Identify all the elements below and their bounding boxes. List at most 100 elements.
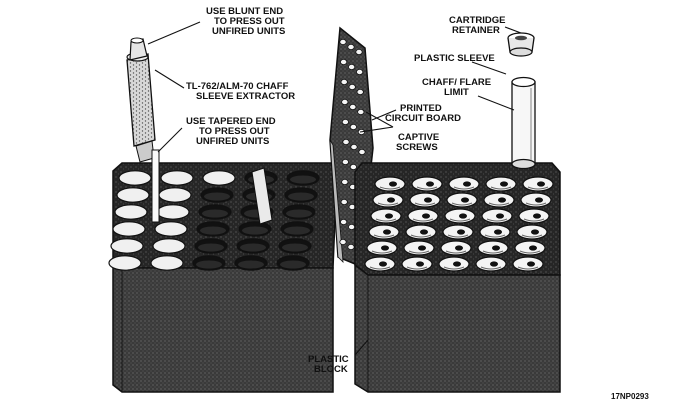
cavity-hole-shadow: [280, 260, 306, 269]
cartridge-shading: [490, 186, 512, 190]
cartridge-center: [379, 261, 387, 267]
label-cartridge-retainer: CARTRIDGE RETAINER: [449, 15, 508, 36]
cartridge-center: [389, 181, 397, 187]
captive-screw: [341, 158, 349, 165]
cartridge-center: [494, 229, 502, 235]
cavity-hole-shadow: [284, 226, 310, 235]
captive-screw: [355, 49, 363, 56]
cavity-hole: [118, 170, 152, 186]
captive-screw: [348, 84, 356, 91]
cartridge-center: [383, 229, 391, 235]
cartridge-shading: [521, 234, 543, 238]
cartridge-shading: [451, 202, 473, 206]
label-printed-circuit-board: PRINTED CIRCUIT BOARD: [385, 103, 461, 124]
cavity-hole-shadow: [202, 209, 228, 218]
cartridge-center: [453, 261, 461, 267]
cartridge-shading: [480, 266, 502, 270]
cartridge-center: [418, 245, 426, 251]
cavity-hole: [158, 187, 192, 203]
cavity-hole: [154, 221, 188, 237]
captive-screw: [355, 69, 364, 76]
captive-screw: [341, 178, 349, 185]
cartridge-shading: [523, 218, 545, 222]
cartridge-shading: [379, 186, 401, 190]
captive-screw: [349, 124, 357, 131]
cartridge-center: [531, 229, 539, 235]
label-plastic-block: PLASTIC BLOCK: [308, 354, 351, 375]
cavity-hole-shadow: [204, 192, 230, 201]
cartridge-shading: [406, 266, 428, 270]
cartridge-shading: [517, 266, 539, 270]
cavity-hole: [112, 221, 146, 237]
captive-screw: [358, 148, 366, 155]
captive-screw: [342, 138, 350, 145]
cartridge-center: [424, 197, 432, 203]
plastic-sleeve: [511, 76, 536, 170]
captive-screw: [349, 163, 357, 170]
captive-screw: [357, 109, 365, 116]
label-plastic-sleeve: PLASTIC SLEEVE: [414, 53, 495, 64]
cavity-hole: [114, 204, 148, 220]
cavity-hole-shadow: [200, 226, 226, 235]
cavity-hole-shadow: [288, 192, 314, 201]
cartridge-center: [381, 245, 389, 251]
cartridge-center: [535, 197, 543, 203]
cartridge-center: [492, 245, 500, 251]
right-plastic-block: [354, 162, 561, 393]
cavity-hole-shadow: [242, 226, 268, 235]
cartridge-shading: [453, 186, 475, 190]
cavity-hole-shadow: [286, 209, 312, 218]
captive-screw: [347, 223, 356, 230]
left-plastic-block: [108, 162, 338, 393]
cartridge-shading: [519, 250, 541, 254]
chaff-sleeve-extractor: [126, 37, 156, 163]
cartridge-retainer: [507, 32, 535, 57]
cartridge-center: [527, 261, 535, 267]
cartridge-shading: [443, 266, 465, 270]
captive-screw: [339, 238, 347, 245]
cartridge-shading: [525, 202, 547, 206]
cartridge-center: [496, 213, 504, 219]
captive-screw: [339, 218, 348, 225]
cavity-hole-shadow: [196, 260, 222, 269]
cavity-hole: [202, 170, 236, 186]
captive-screw: [341, 119, 349, 126]
cartridge-center: [422, 213, 430, 219]
cavity-hole: [156, 204, 190, 220]
cartridge-shading: [449, 218, 471, 222]
cartridge-shading: [486, 218, 508, 222]
cartridge-shading: [373, 234, 395, 238]
extractor-rod: [151, 149, 273, 225]
cartridge-center: [385, 213, 393, 219]
cartridge-shading: [369, 266, 391, 270]
cartridge-shading: [377, 202, 399, 206]
captive-screw: [340, 79, 348, 86]
cartridge-center: [529, 245, 537, 251]
label-tapered-end: USE TAPERED END TO PRESS OUT UNFIRED UNI…: [186, 116, 278, 147]
cartridge-shading: [484, 234, 506, 238]
cartridge-shading: [414, 202, 436, 206]
captive-screw: [350, 143, 358, 150]
cavity-hole: [150, 255, 184, 271]
cavity-hole-shadow: [282, 243, 308, 252]
cavity-hole: [116, 187, 150, 203]
cartridge-center: [420, 229, 428, 235]
cavity-hole-shadow: [240, 243, 266, 252]
cartridge-shading: [371, 250, 393, 254]
cartridge-shading: [527, 186, 549, 190]
cartridge-shading: [416, 186, 438, 190]
cartridge-center: [416, 261, 424, 267]
cartridge-shading: [375, 218, 397, 222]
captive-screws: [339, 39, 366, 255]
cartridge-center: [387, 197, 395, 203]
cartridge-shading: [410, 234, 432, 238]
cartridge-center: [498, 197, 506, 203]
captive-screw: [347, 64, 356, 71]
cartridge-center: [461, 197, 469, 203]
cartridge-shading: [482, 250, 504, 254]
cartridge-center: [533, 213, 541, 219]
cartridge-shading: [447, 234, 469, 238]
cartridge-center: [457, 229, 465, 235]
